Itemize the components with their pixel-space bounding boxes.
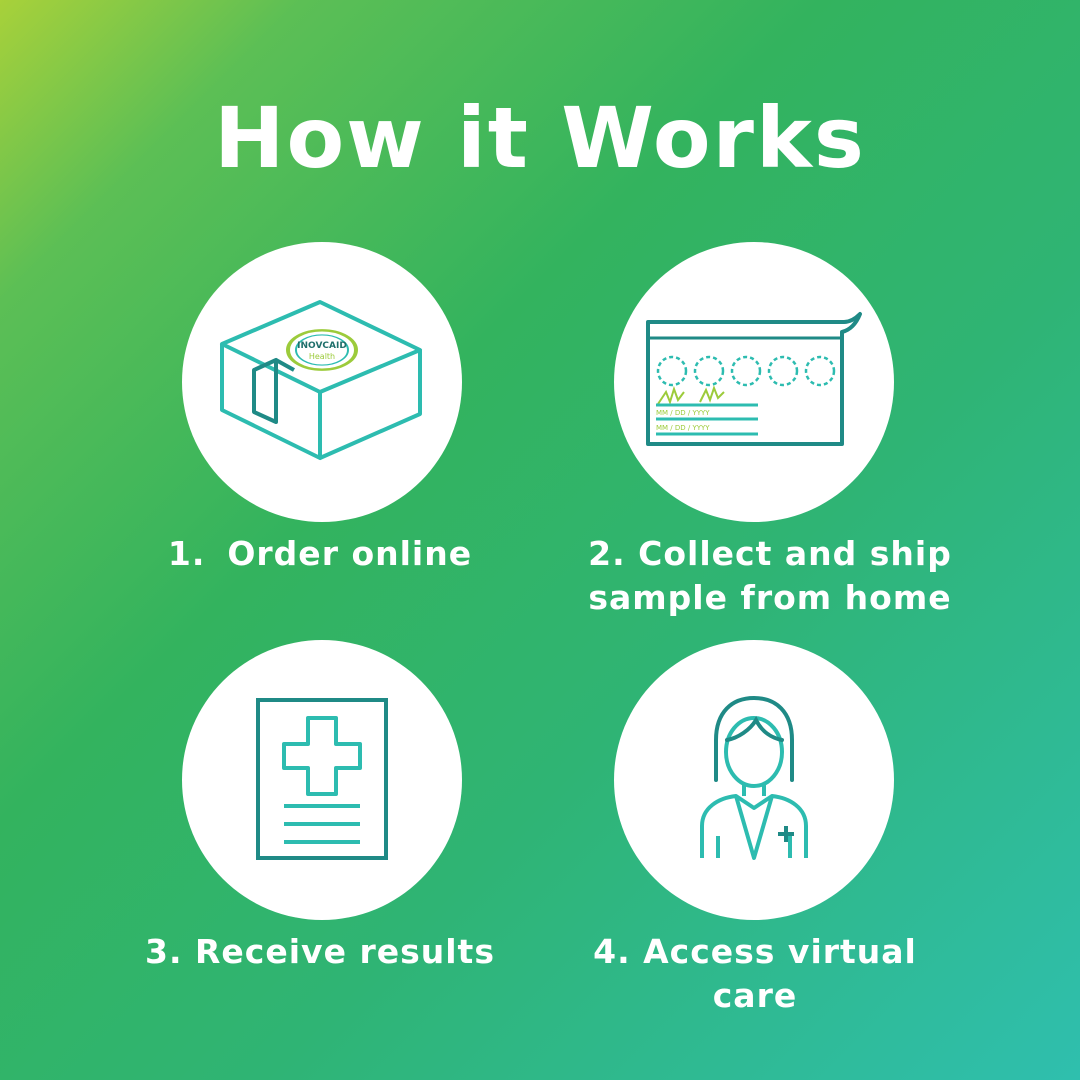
sample-card-icon: MM / DD / YYYY MM / DD / YYYY xyxy=(646,312,862,446)
step-1-text: Order online xyxy=(227,534,473,573)
step-1-icon-circle: INOVCAID Health xyxy=(182,242,462,522)
kit-box-brand-sub: Health xyxy=(309,352,335,361)
step-2-icon-circle: MM / DD / YYYY MM / DD / YYYY xyxy=(614,242,894,522)
kit-box-icon: INOVCAID Health xyxy=(220,300,422,460)
step-2-label: 2. Collect and ship sample from home xyxy=(560,532,980,620)
step-1-number: 1. xyxy=(167,534,206,573)
step-3-icon-circle xyxy=(182,640,462,920)
step-3-number: 3. xyxy=(145,932,183,971)
step-2-text: Collect and ship sample from home xyxy=(588,534,952,617)
step-2-number: 2. xyxy=(588,534,626,573)
medical-report-icon xyxy=(256,698,388,860)
step-4-label: 4. Access virtual care xyxy=(570,930,940,1018)
step-3-text: Receive results xyxy=(195,932,495,971)
step-4-icon-circle xyxy=(614,640,894,920)
card-date-line-2: MM / DD / YYYY xyxy=(656,424,710,432)
step-1-label: 1. Order online xyxy=(140,532,500,576)
step-3-label: 3. Receive results xyxy=(120,930,520,974)
step-4-number: 4. xyxy=(593,932,631,971)
step-4-text: Access virtual care xyxy=(643,932,917,1015)
card-date-line-1: MM / DD / YYYY xyxy=(656,409,710,417)
page-title: How it Works xyxy=(214,89,866,187)
kit-box-brand: INOVCAID xyxy=(297,341,347,351)
doctor-icon xyxy=(700,695,808,860)
